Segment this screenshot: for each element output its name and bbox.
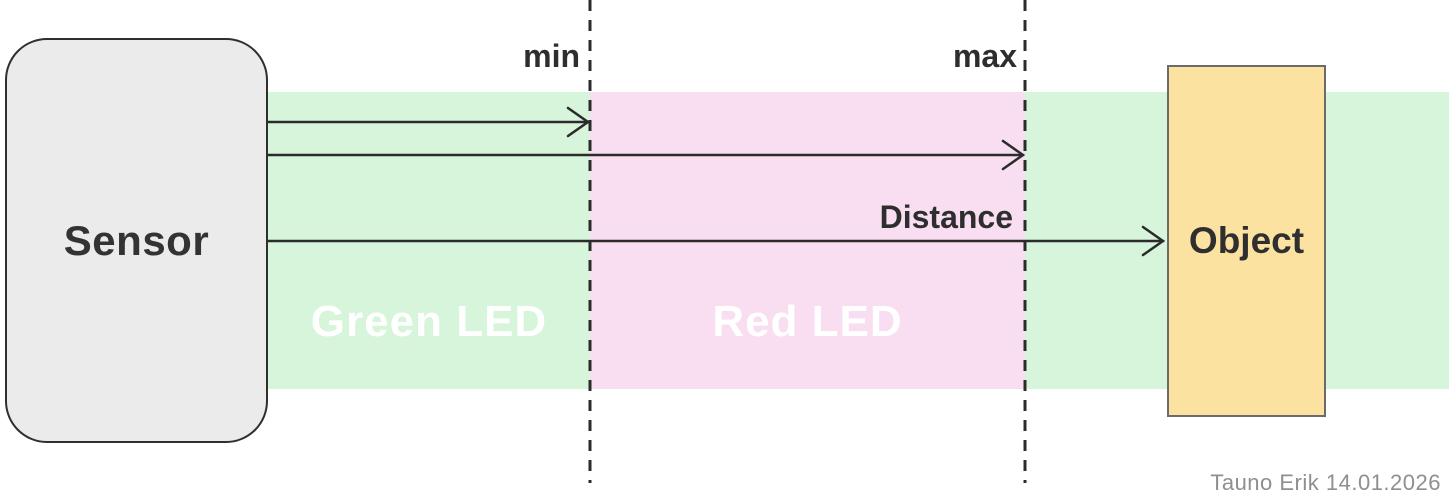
object-label: Object bbox=[1188, 220, 1305, 261]
sensor-box: Sensor bbox=[5, 38, 268, 443]
arrow-distance-to-object bbox=[266, 225, 1166, 257]
attribution-text: Tauno Erik 14.01.2026 bbox=[1210, 470, 1441, 495]
distance-label: Distance bbox=[879, 199, 1013, 235]
max-label: max bbox=[952, 38, 1017, 74]
object-box: Object bbox=[1167, 65, 1326, 417]
arrow-to-min bbox=[266, 106, 591, 138]
sensor-label: Sensor bbox=[63, 216, 210, 264]
arrow-to-max bbox=[266, 139, 1026, 171]
min-label: min bbox=[523, 38, 580, 74]
